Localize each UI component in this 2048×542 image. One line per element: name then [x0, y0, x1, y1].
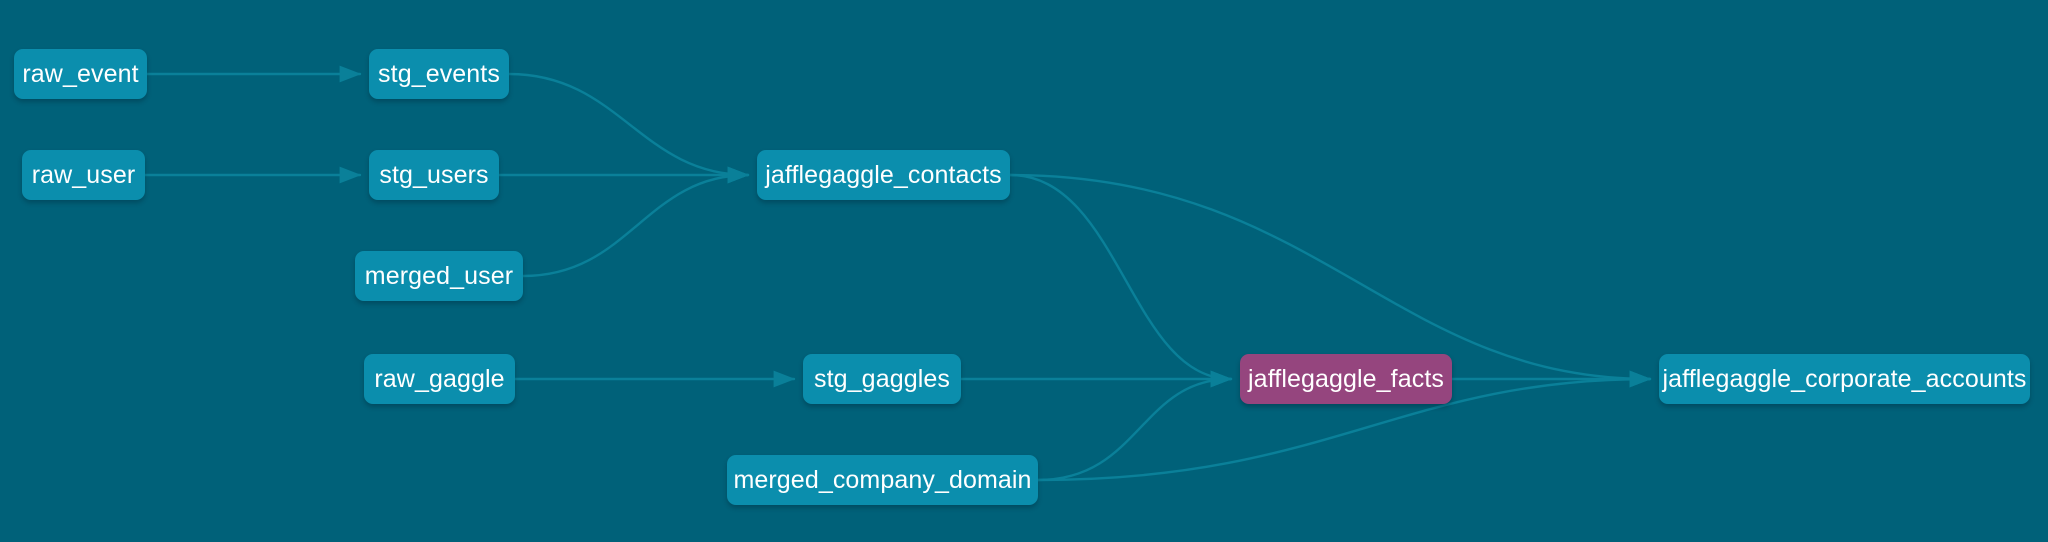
dag-node-raw_gaggle[interactable]: raw_gaggle [364, 354, 515, 404]
edge-merged_company_domain-to-jafflegaggle_facts [1036, 370, 1233, 482]
dag-node-jafflegaggle_corporate_accounts[interactable]: jafflegaggle_corporate_accounts [1659, 354, 2030, 404]
dag-node-label: merged_user [364, 261, 514, 290]
dag-node-label: stg_events [378, 59, 500, 88]
dag-node-label: merged_company_domain [733, 465, 1032, 494]
edge-jafflegaggle_contacts-to-jafflegaggle_facts [1008, 173, 1233, 388]
dag-node-merged_company_domain[interactable]: merged_company_domain [727, 455, 1038, 505]
dag-node-raw_event[interactable]: raw_event [14, 49, 147, 99]
dag-node-jafflegaggle_contacts[interactable]: jafflegaggle_contacts [757, 150, 1010, 200]
dag-node-label: stg_gaggles [814, 364, 950, 393]
dag-node-stg_gaggles[interactable]: stg_gaggles [803, 354, 961, 404]
edge-group [143, 65, 1652, 482]
dag-node-jafflegaggle_facts[interactable]: jafflegaggle_facts [1240, 354, 1452, 404]
dag-node-stg_users[interactable]: stg_users [369, 150, 499, 200]
dag-node-merged_user[interactable]: merged_user [355, 251, 523, 301]
dag-node-label: raw_user [31, 160, 136, 189]
edge-stg_events-to-jafflegaggle_contacts [507, 72, 750, 184]
edge-merged_user-to-jafflegaggle_contacts [521, 166, 750, 278]
edge-merged_company_domain-to-jafflegaggle_corporate_accounts [1036, 370, 1652, 482]
dag-node-label: stg_users [379, 160, 489, 189]
dag-node-raw_user[interactable]: raw_user [22, 150, 145, 200]
dag-node-label: raw_gaggle [374, 364, 505, 393]
dag-node-label: jafflegaggle_corporate_accounts [1662, 364, 2027, 393]
edge-jafflegaggle_contacts-to-jafflegaggle_corporate_accounts [1008, 173, 1652, 388]
dag-node-label: raw_event [22, 59, 139, 88]
dag-node-label: jafflegaggle_facts [1248, 364, 1444, 393]
dag-node-stg_events[interactable]: stg_events [369, 49, 509, 99]
dag-node-label: jafflegaggle_contacts [765, 160, 1002, 189]
